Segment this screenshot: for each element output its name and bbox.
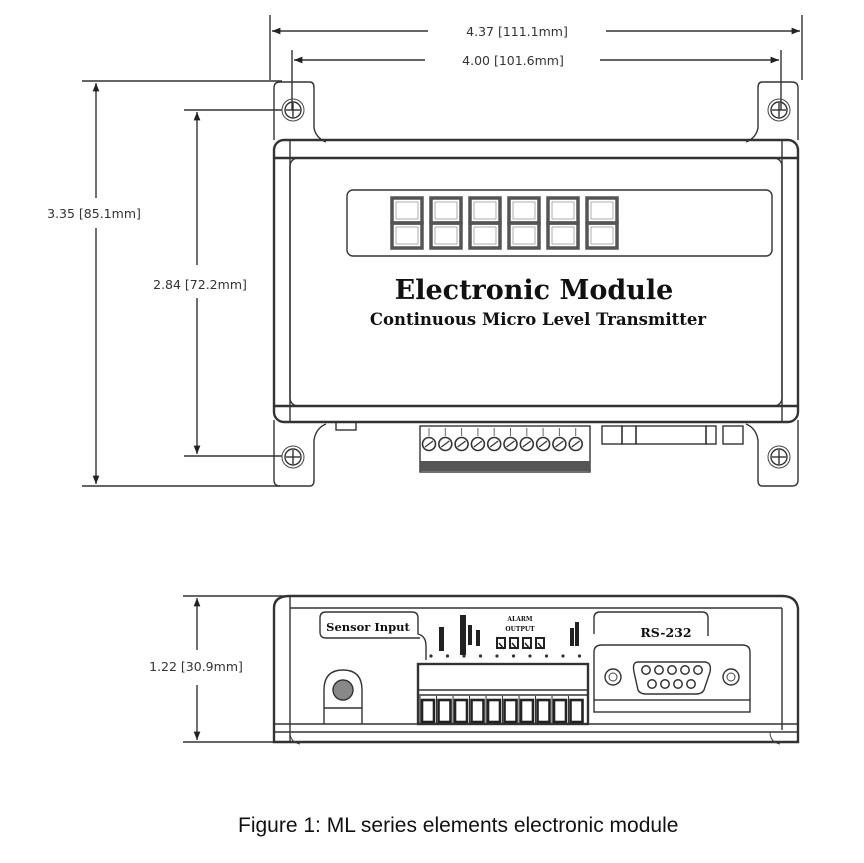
- alarm-relay-indicator: [509, 637, 519, 650]
- dimension-hole-height: 2.84 [72.2mm]: [153, 109, 282, 457]
- terminal-screw-icon: [503, 428, 518, 452]
- pin-marker: [429, 654, 433, 658]
- db9-pin: [647, 679, 657, 689]
- db9-connector-front: [601, 425, 744, 445]
- terminal-slot: [485, 696, 502, 724]
- figure-caption: Figure 1: ML series elements electronic …: [238, 814, 679, 837]
- pin-marker: [544, 654, 549, 658]
- pin-marker: [511, 654, 516, 658]
- small-tab: [335, 421, 357, 431]
- pin-marker: [445, 654, 450, 658]
- dim-overall-width-label: 4.37 [111.1mm]: [466, 24, 568, 39]
- alarm-output-relays: [429, 637, 582, 658]
- digit-segment: [468, 196, 502, 250]
- dimension-overall-width: 4.37 [111.1mm]: [269, 15, 803, 80]
- db9-pin: [686, 679, 696, 689]
- terminal-screw-icon: [535, 428, 551, 452]
- terminal-slot: [436, 696, 452, 724]
- module-body: [272, 138, 800, 424]
- seven-segment-display: [390, 196, 619, 250]
- terminal-slot: [535, 696, 551, 724]
- screw-hole-bottom-left-icon: [281, 445, 305, 469]
- pin-marker: [462, 654, 466, 658]
- terminal-slot: [419, 696, 436, 724]
- db9-pin: [654, 665, 664, 675]
- terminal-slot: [568, 696, 584, 724]
- db9-pin: [667, 665, 677, 675]
- terminal-screw-icon: [437, 428, 453, 452]
- pin-marker: [495, 654, 499, 658]
- digit-segment: [585, 196, 619, 250]
- jumper-pins: [439, 615, 579, 655]
- dimension-overall-height: 3.35 [85.1mm]: [47, 80, 282, 487]
- terminal-slot: [502, 696, 518, 724]
- alarm-relay-indicator: [535, 637, 545, 650]
- dimension-hole-width: 4.00 [101.6mm]: [291, 50, 782, 110]
- db9-pin: [693, 665, 703, 675]
- module-subtitle: Continuous Micro Level Transmitter: [370, 310, 706, 329]
- module-title: Electronic Module: [395, 275, 674, 306]
- db9-pin: [680, 665, 690, 675]
- terminal-screw-icon: [454, 428, 469, 452]
- terminal-block-front: [419, 425, 591, 473]
- dim-side-height-label: 1.22 [30.9mm]: [149, 659, 243, 674]
- pin-marker: [577, 654, 582, 658]
- screw-hole-top-right-icon: [767, 98, 791, 122]
- rs232-label: RS-232: [640, 625, 691, 640]
- alarm-label: ALARM: [506, 616, 533, 623]
- display-window: [346, 189, 773, 257]
- terminal-slot: [518, 696, 535, 724]
- pin-marker: [561, 654, 565, 658]
- output-label: OUTPUT: [505, 626, 535, 633]
- digit-segment: [390, 196, 424, 250]
- db9-pin: [673, 679, 683, 689]
- db9-pin: [641, 665, 651, 675]
- sensor-input-connector: [323, 669, 363, 724]
- terminal-block-side: [416, 662, 590, 726]
- terminal-screw-icon: [470, 428, 486, 452]
- dim-hole-width-label: 4.00 [101.6mm]: [462, 53, 564, 68]
- dim-overall-height-label: 3.35 [85.1mm]: [47, 206, 141, 221]
- screw-hole-top-left-icon: [281, 98, 305, 122]
- side-view: 1.22 [30.9mm] Sensor Input ALARM: [149, 594, 800, 745]
- screw-hole-bottom-right-icon: [767, 445, 791, 469]
- digit-segment: [507, 196, 541, 250]
- terminal-slot: [469, 696, 485, 724]
- digit-segment: [546, 196, 580, 250]
- alarm-relay-indicator: [522, 637, 532, 650]
- terminal-screw-icon: [421, 428, 437, 452]
- terminal-screw-icon: [568, 428, 584, 452]
- terminal-slot: [551, 696, 568, 724]
- terminal-screw-icon: [552, 428, 567, 452]
- dimension-side-height: 1.22 [30.9mm]: [149, 595, 290, 743]
- terminal-slot: [452, 696, 469, 724]
- pin-marker: [478, 654, 483, 658]
- dim-hole-height-label: 2.84 [72.2mm]: [153, 277, 247, 292]
- alarm-relay-indicator: [496, 637, 506, 650]
- pin-marker: [528, 654, 532, 658]
- front-view: 4.37 [111.1mm] 4.00 [101.6mm] 3.35 [85.1…: [47, 15, 803, 487]
- digit-segment: [429, 196, 463, 250]
- terminal-screw-icon: [486, 428, 502, 452]
- terminal-screw-icon: [519, 428, 535, 452]
- db9-pin: [660, 679, 670, 689]
- db9-connector: [593, 644, 751, 713]
- sensor-input-label: Sensor Input: [326, 620, 410, 634]
